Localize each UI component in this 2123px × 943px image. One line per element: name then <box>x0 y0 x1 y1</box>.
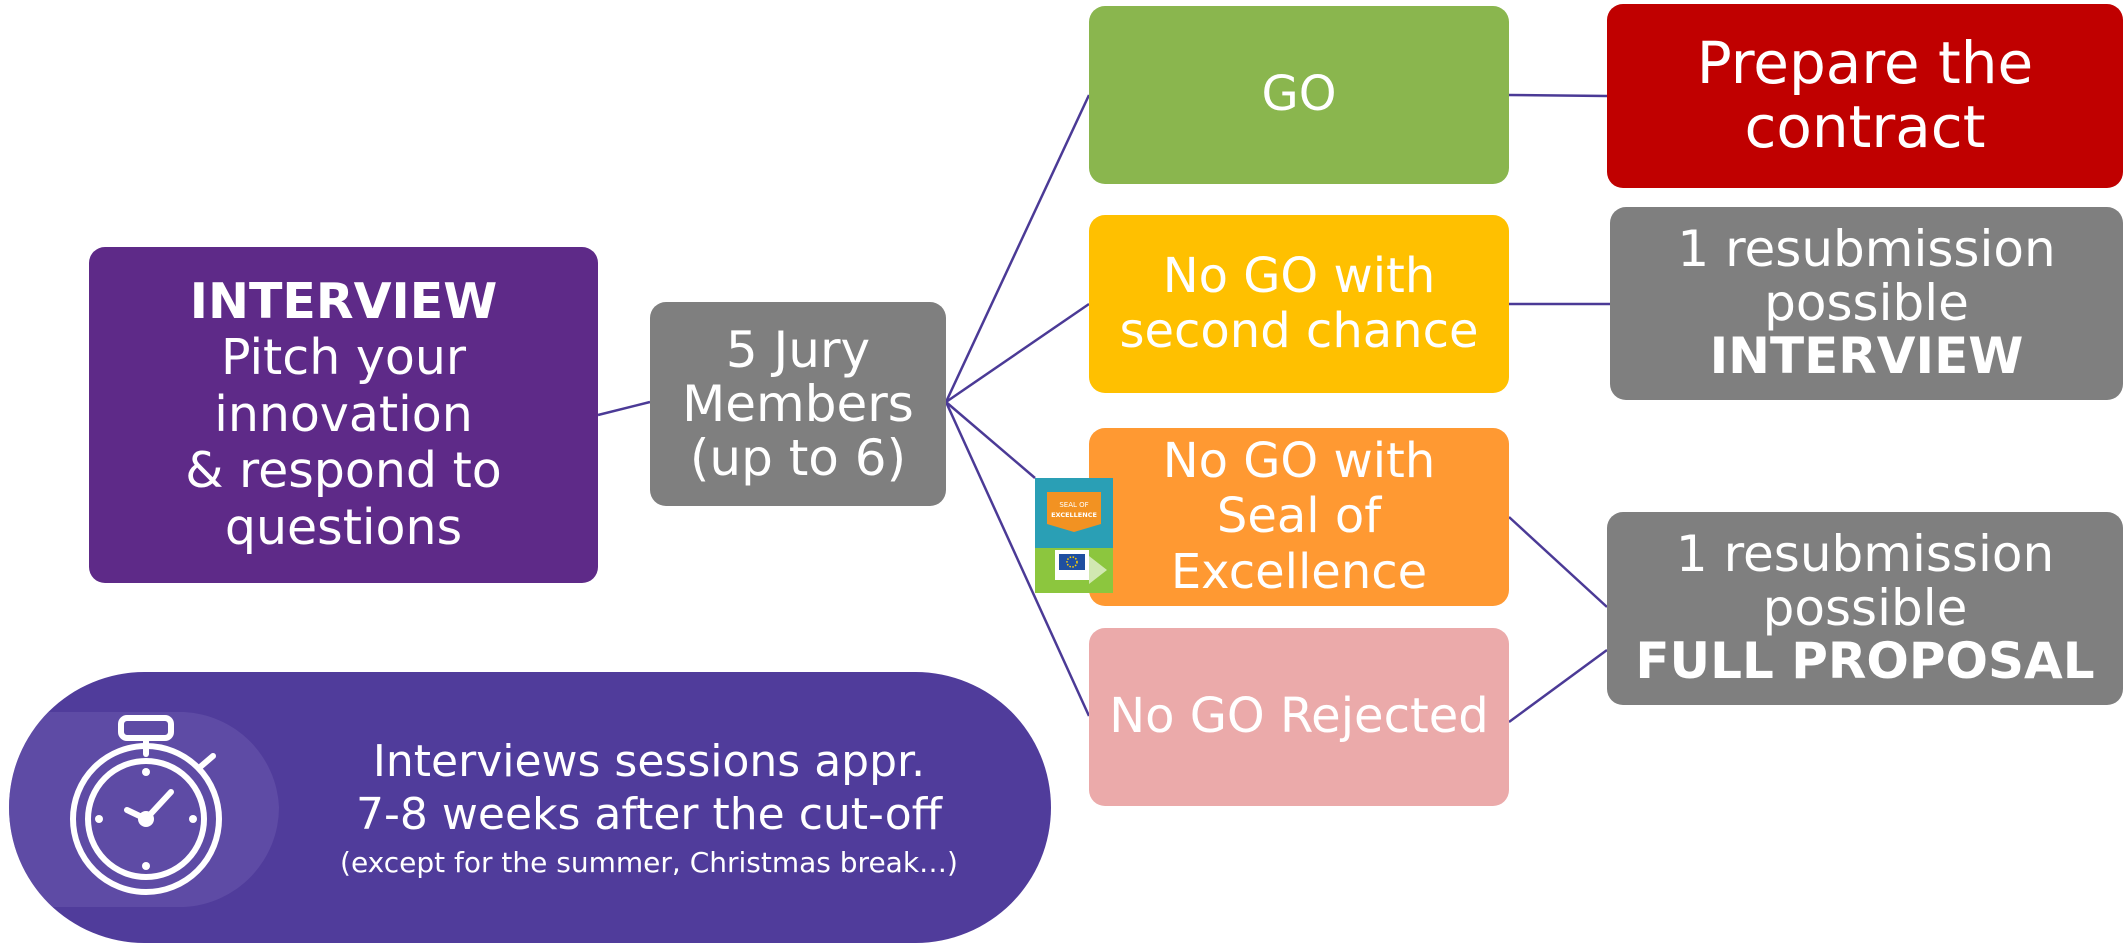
go-label: GO <box>1261 66 1337 123</box>
resub-full-line1: 1 resubmission <box>1675 525 2055 584</box>
interview-line2: & respond to <box>185 442 502 500</box>
timer-line1: Interviews sessions appr. <box>372 735 926 787</box>
connector-go-contract <box>1508 93 1608 98</box>
jury-box: 5 Jury Members (up to 6) <box>650 302 946 506</box>
stopwatch-icon <box>9 712 280 907</box>
interview-line3: questions <box>224 498 463 556</box>
go-box: GO <box>1089 6 1509 184</box>
connector-rejected-resub <box>1508 648 1608 724</box>
no-go-rejected-box: No GO Rejected <box>1089 628 1509 806</box>
timer-line2: 7-8 weeks after the cut-off <box>356 789 942 841</box>
jury-line3: (up to 6) <box>689 429 907 487</box>
interview-box: INTERVIEW Pitch your innovation & respon… <box>89 247 598 583</box>
seal-of-excellence-icon: SEAL OF EXCELLENCE <box>1035 478 1113 593</box>
connector-jury-go <box>944 94 1091 403</box>
timer-text: Interviews sessions appr. 7-8 weeks afte… <box>299 672 999 943</box>
jury-line2: Members <box>682 375 914 433</box>
no-go-seal-line1: No GO with <box>1162 433 1436 490</box>
interview-timing-banner: Interviews sessions appr. 7-8 weeks afte… <box>9 672 1051 943</box>
connector-jury-nogo-seal <box>945 401 1036 479</box>
prepare-contract-box: Prepare the contract <box>1607 4 2123 188</box>
no-go-second-line2: second chance <box>1119 303 1479 359</box>
connector-seal-resub <box>1508 516 1608 608</box>
svg-text:EXCELLENCE: EXCELLENCE <box>1051 511 1097 519</box>
timer-note: (except for the summer, Christmas break…… <box>340 846 958 880</box>
contract-line1: Prepare the <box>1696 29 2034 98</box>
connector-jury-nogo-second <box>945 302 1090 404</box>
no-go-seal-box: No GO with Seal of Excellence <box>1089 428 1509 606</box>
resub-full-line2: possible <box>1762 578 1968 637</box>
no-go-second-line1: No GO with <box>1162 247 1436 304</box>
resubmission-interview-box: 1 resubmission possible INTERVIEW <box>1610 207 2123 400</box>
svg-text:SEAL OF: SEAL OF <box>1059 501 1088 509</box>
no-go-second-chance-box: No GO with second chance <box>1089 215 1509 393</box>
resub-interview-line3: INTERVIEW <box>1709 327 2024 386</box>
resub-full-line3: FULL PROPOSAL <box>1635 632 2095 691</box>
connector-interview-jury <box>597 400 651 417</box>
resubmission-full-proposal-box: 1 resubmission possible FULL PROPOSAL <box>1607 512 2123 705</box>
no-go-seal-line2: Seal of Excellence <box>1170 488 1428 600</box>
interview-title: INTERVIEW <box>189 273 498 331</box>
contract-line2: contract <box>1744 93 1986 161</box>
resub-interview-line2: possible <box>1764 273 1969 332</box>
jury-line1: 5 Jury <box>725 321 871 379</box>
resub-interview-line1: 1 resubmission <box>1677 220 2056 279</box>
interview-line1: Pitch your innovation <box>214 329 473 443</box>
rejected-label: No GO Rejected <box>1109 688 1489 745</box>
connector-jury-rejected <box>944 401 1091 717</box>
